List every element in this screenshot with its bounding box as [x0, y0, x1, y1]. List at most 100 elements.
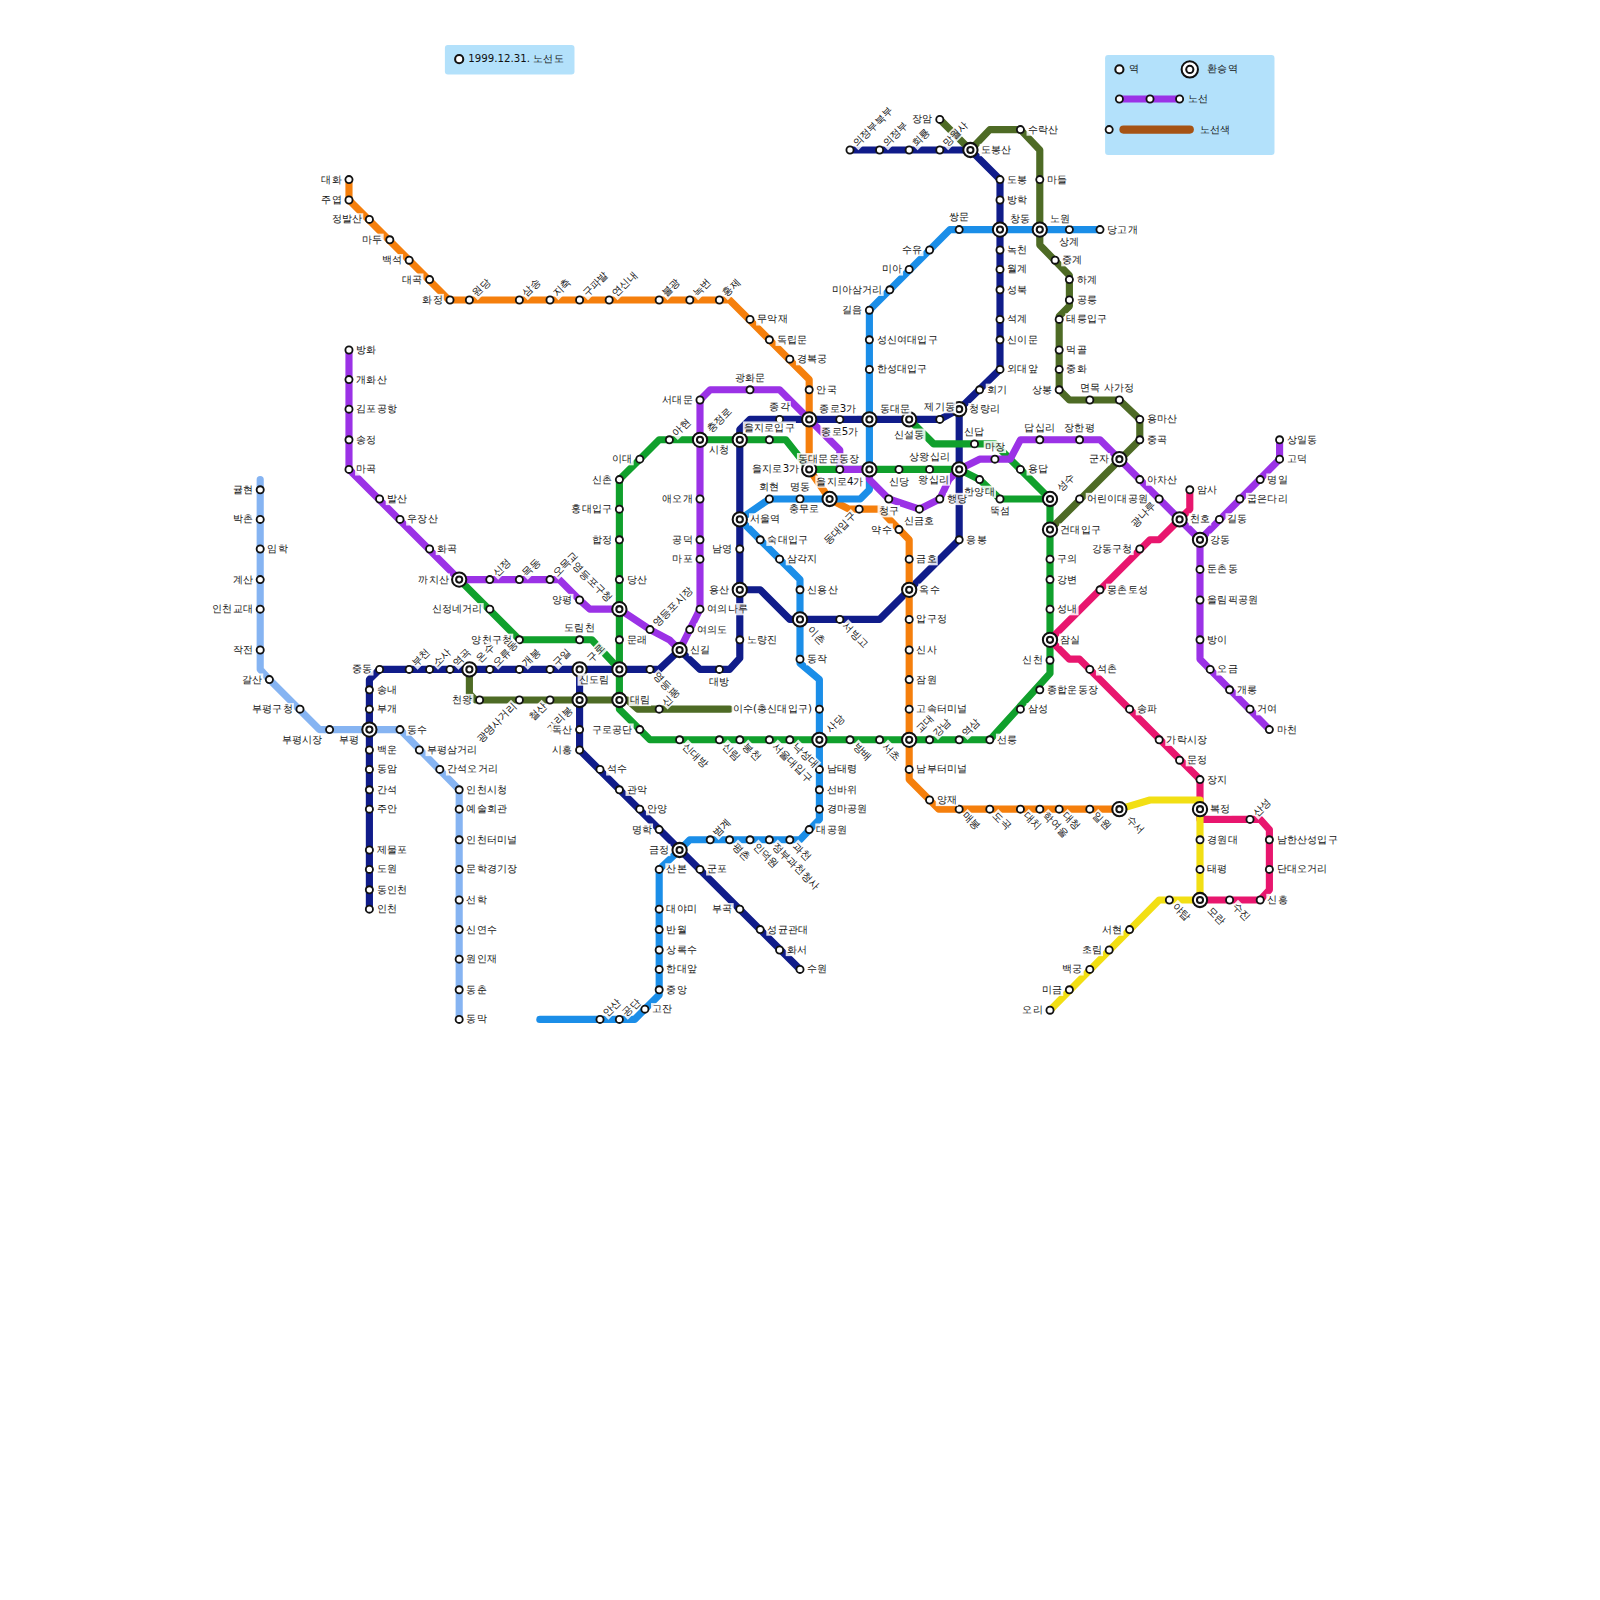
station-dot [1017, 706, 1024, 713]
station-name: 종로5가 [820, 426, 859, 438]
station-name: 초림 [1081, 944, 1103, 956]
station-name: 화정 [421, 294, 443, 306]
transfer-station [816, 737, 822, 743]
subway-line [1050, 800, 1200, 1010]
transfer-station [612, 602, 626, 616]
station-dot [576, 596, 583, 603]
transfer-station [1037, 227, 1043, 233]
station-dot [836, 466, 843, 473]
station-dot [366, 866, 373, 873]
station-name: 서빙고 [840, 619, 872, 651]
station-dot [906, 146, 913, 153]
station-dot [996, 316, 1003, 323]
station-name: 왕십리 [917, 473, 950, 485]
station-name: 고속터미널 [915, 703, 968, 715]
station-dot [906, 556, 913, 563]
transfer-station [906, 416, 912, 422]
station-name: 광화문 [734, 371, 767, 383]
station-name: 강변 [1056, 573, 1078, 585]
station-dot [1017, 806, 1024, 813]
station-name: 대야미 [665, 903, 698, 915]
station-name: 방화 [355, 344, 377, 356]
transfer-station [862, 412, 876, 426]
station-dot [386, 236, 393, 243]
station-dot [886, 286, 893, 293]
transfer-station [677, 647, 683, 653]
station-dot [1086, 396, 1093, 403]
station-dot [366, 706, 373, 713]
transfer-station [1116, 806, 1122, 812]
station-name: 마들 [1046, 173, 1068, 185]
station-name: 선학 [465, 894, 487, 906]
station-name: 용산 [708, 584, 730, 596]
station-dot [456, 956, 463, 963]
station-dot [656, 906, 663, 913]
station-dot [616, 1016, 623, 1023]
subway-line [349, 180, 1119, 810]
station-dot [686, 296, 693, 303]
station-dot [646, 626, 653, 633]
station-name: 신도림 [578, 673, 611, 685]
station-name: 신연수 [465, 923, 498, 935]
station-dot [516, 576, 523, 583]
station-dot [736, 636, 743, 643]
station-name: 귤현 [232, 484, 254, 496]
station-dot [636, 726, 643, 733]
transfer-station [672, 643, 686, 657]
station-dot [906, 766, 913, 773]
station-dot [846, 736, 853, 743]
station-name: 어린이대공원 [1086, 493, 1149, 505]
station-dot [266, 676, 273, 683]
station-name: 상계 [1058, 236, 1080, 248]
station-dot [416, 746, 423, 753]
station-name: 대곡 [401, 273, 423, 285]
station-name: 인천터미널 [465, 834, 518, 846]
station-name: 당고개 [1106, 223, 1139, 235]
transfer-station [1197, 537, 1203, 543]
station-dot [636, 456, 643, 463]
transfer-station [577, 697, 583, 703]
station-dot [616, 506, 623, 513]
station-dot [546, 576, 553, 583]
transfer-station [1047, 637, 1053, 643]
station-dot [1136, 416, 1143, 423]
station-dot [996, 196, 1003, 203]
station-name: 공덕 [671, 534, 693, 546]
transfer-station [902, 583, 916, 597]
legend-text: 환승역 [1206, 63, 1239, 75]
station-name: 건대입구 [1059, 523, 1102, 535]
station-name: 화서 [786, 944, 808, 956]
station-name: 옥수 [918, 584, 940, 596]
station-dot [1086, 966, 1093, 973]
station-dot [956, 736, 963, 743]
station-dot [766, 836, 773, 843]
station-name: 동막 [465, 1013, 487, 1025]
station-dot [446, 666, 453, 673]
station-dot [456, 836, 463, 843]
station-dot [895, 466, 902, 473]
station-name: 가락시장 [1165, 734, 1208, 746]
station-dot [1076, 495, 1083, 502]
station-dot [345, 376, 352, 383]
station-dot [1276, 456, 1283, 463]
station-name: 당산 [626, 573, 648, 585]
station-dot [656, 706, 663, 713]
station-dot [766, 436, 773, 443]
station-dot [466, 296, 473, 303]
transfer-station [693, 433, 707, 447]
station-name: 신용산 [806, 584, 839, 596]
station-dot [1096, 226, 1103, 233]
station-name: 천호 [1189, 513, 1211, 525]
title-panel [445, 45, 575, 75]
station-dot [1226, 896, 1233, 903]
station-dot [1196, 636, 1203, 643]
station-name: 구로 [583, 641, 608, 666]
station-name: 강동구청 [1091, 543, 1134, 555]
station-name: 장지 [1206, 773, 1228, 785]
station-name: 창동 [1009, 213, 1031, 225]
station-name: 마두 [361, 234, 383, 246]
transfer-station [362, 722, 376, 736]
station-dot [576, 746, 583, 753]
transfer-station [1193, 802, 1207, 816]
